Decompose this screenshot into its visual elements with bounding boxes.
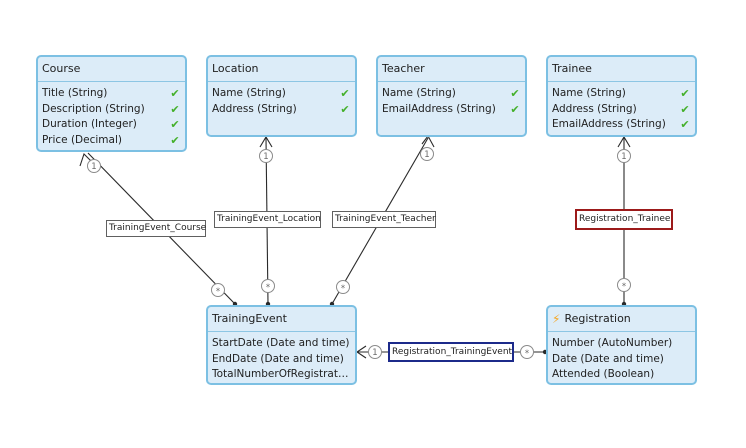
multiplicity-many-label: * xyxy=(525,349,529,359)
entity-title: TrainingEvent xyxy=(212,312,287,325)
attribute-row[interactable]: Name (String) ✔ xyxy=(552,86,691,102)
attribute-row[interactable]: StartDate (Date and time) xyxy=(212,336,351,352)
attribute-row[interactable]: Attended (Boolean) xyxy=(552,367,691,383)
attribute-row[interactable]: Description (String) ✔ xyxy=(42,102,181,118)
attribute-name: Name (String) xyxy=(382,87,456,99)
multiplicity-many-label: * xyxy=(266,283,270,293)
multiplicity-many-training-event xyxy=(520,345,534,359)
attribute-row[interactable]: EndDate (Date and time) xyxy=(212,352,351,368)
lightning-bolt-icon: ⚡ xyxy=(552,312,561,326)
multiplicity-one-training-event xyxy=(368,345,382,359)
multiplicity-one-trainee xyxy=(617,149,631,163)
entity-trainee[interactable]: Trainee Name (String) ✔ Address (String) ✔… xyxy=(546,55,697,137)
entity-title: Registration xyxy=(564,312,631,325)
entity-teacher[interactable]: Teacher Name (String) ✔ EmailAddress (Str… xyxy=(376,55,527,137)
attribute-row[interactable]: EmailAddress (String) ✔ xyxy=(552,117,691,133)
multiplicity-one-label: 1 xyxy=(621,152,626,162)
entity-title: Course xyxy=(42,62,81,75)
association-label-training-event-teacher[interactable]: TrainingEvent_Teacher xyxy=(332,211,436,228)
multiplicity-many-teacher xyxy=(336,280,350,294)
entity-title: Trainee xyxy=(552,62,592,75)
entity-training-event[interactable]: TrainingEvent StartDate (Date and time) … xyxy=(206,305,357,385)
attribute-name: TotalNumberOfRegistrations xyxy=(212,368,351,380)
attribute-name: Name (String) xyxy=(552,87,626,99)
check-icon: ✔ xyxy=(340,87,350,100)
attribute-name: StartDate (Date and time) xyxy=(212,337,350,349)
association-label-registration-trainee[interactable]: Registration_Trainee xyxy=(575,209,673,230)
attribute-row[interactable]: TotalNumberOfRegistrations xyxy=(212,367,351,383)
check-icon: ✔ xyxy=(170,87,180,100)
attribute-name: Number (AutoNumber) xyxy=(552,337,673,349)
multiplicity-one-label: 1 xyxy=(263,152,268,162)
check-icon: ✔ xyxy=(680,87,690,100)
check-icon: ✔ xyxy=(680,118,690,131)
multiplicity-many-label: * xyxy=(341,284,345,294)
entity-header: ⚡ Registration xyxy=(548,307,695,332)
attribute-name: Description (String) xyxy=(42,102,145,115)
attribute-name: Title (String) xyxy=(42,87,108,99)
multiplicity-one-location xyxy=(259,149,273,163)
entity-registration[interactable]: ⚡ Registration Number (AutoNumber) Date … xyxy=(546,305,697,385)
attribute-row[interactable]: Price (Decimal) ✔ xyxy=(42,133,181,149)
check-icon: ✔ xyxy=(170,133,180,147)
attribute-row[interactable]: EmailAddress (String) ✔ xyxy=(382,102,521,118)
attribute-row[interactable]: Number (AutoNumber) xyxy=(552,336,691,352)
attribute-name: Name (String) xyxy=(212,87,286,99)
entity-location[interactable]: Location Name (String) ✔ Address (String)… xyxy=(206,55,357,137)
entity-header: Teacher xyxy=(378,57,525,82)
attribute-row[interactable]: Name (String) ✔ xyxy=(212,86,351,102)
entity-header: Course xyxy=(38,57,185,82)
association-label-training-event-course[interactable]: TrainingEvent_Course xyxy=(106,220,206,237)
entity-header: TrainingEvent xyxy=(208,307,355,332)
attribute-row[interactable]: Address (String) ✔ xyxy=(552,102,691,118)
arrow-location xyxy=(259,135,273,148)
attribute-row[interactable]: Date (Date and time) xyxy=(552,352,691,368)
check-icon: ✔ xyxy=(680,102,690,116)
attribute-name: Duration (Integer) xyxy=(42,118,137,130)
attribute-row[interactable]: Duration (Integer) ✔ xyxy=(42,117,181,133)
attribute-name: Price (Decimal) xyxy=(42,133,122,146)
check-icon: ✔ xyxy=(170,118,180,131)
multiplicity-one-teacher xyxy=(420,147,434,161)
multiplicity-one-label: 1 xyxy=(424,150,429,160)
attribute-name: Date (Date and time) xyxy=(552,352,664,365)
attribute-name: EmailAddress (String) xyxy=(382,102,496,115)
check-icon: ✔ xyxy=(170,102,180,116)
attribute-name: Address (String) xyxy=(552,102,637,115)
attribute-row[interactable]: Address (String) ✔ xyxy=(212,102,351,118)
arrow-trainee xyxy=(617,135,631,148)
attribute-name: Address (String) xyxy=(212,102,297,115)
attribute-row[interactable]: Title (String) ✔ xyxy=(42,86,181,102)
multiplicity-one-label: 1 xyxy=(91,162,96,172)
multiplicity-one-course xyxy=(87,159,101,173)
check-icon: ✔ xyxy=(510,102,520,116)
entity-title: Teacher xyxy=(382,62,425,75)
entity-course[interactable]: Course Title (String) ✔ Description (Stri… xyxy=(36,55,187,152)
multiplicity-many-trainee xyxy=(617,278,631,292)
attribute-name: Attended (Boolean) xyxy=(552,368,655,380)
arrow-training-event xyxy=(356,345,367,359)
association-label-registration-training-event[interactable]: Registration_TrainingEvent xyxy=(388,342,514,362)
multiplicity-many-location xyxy=(261,279,275,293)
attribute-name: EndDate (Date and time) xyxy=(212,352,344,365)
multiplicity-many-label: * xyxy=(216,287,220,297)
attribute-name: EmailAddress (String) xyxy=(552,118,666,130)
attribute-row[interactable]: Name (String) ✔ xyxy=(382,86,521,102)
check-icon: ✔ xyxy=(340,102,350,116)
entity-header: Trainee xyxy=(548,57,695,82)
association-label-training-event-location[interactable]: TrainingEvent_Location xyxy=(214,211,321,228)
entity-title: Location xyxy=(212,62,259,75)
multiplicity-one-label: 1 xyxy=(372,348,377,358)
entity-header: Location xyxy=(208,57,355,82)
multiplicity-many-course xyxy=(211,283,225,297)
multiplicity-many-label: * xyxy=(622,282,626,292)
check-icon: ✔ xyxy=(510,87,520,100)
arrow-course xyxy=(79,152,94,167)
